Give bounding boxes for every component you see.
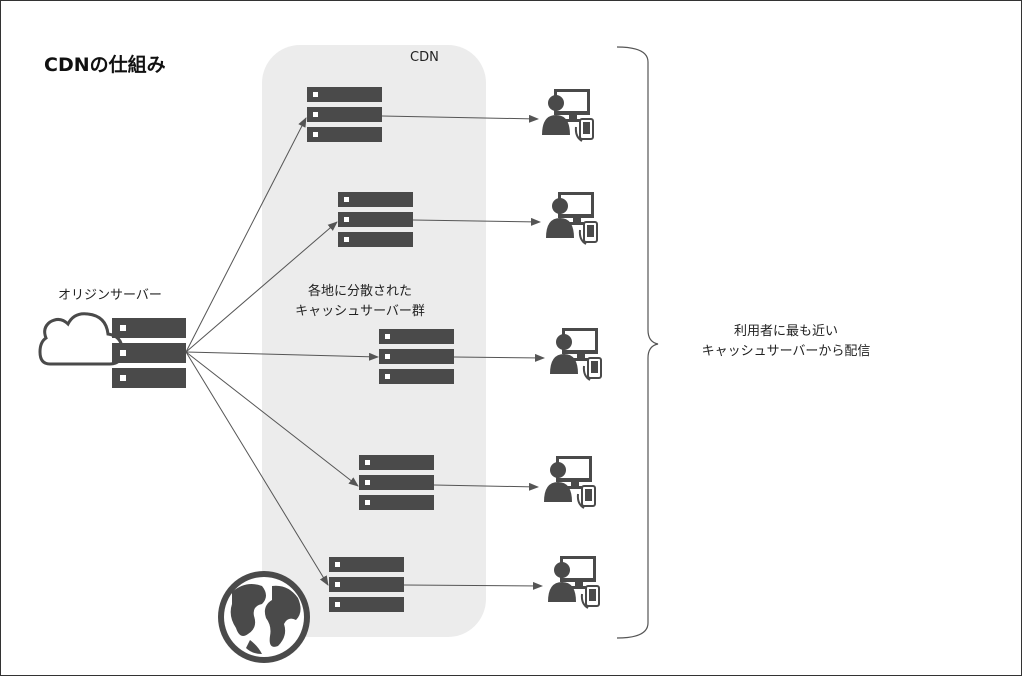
user-computer-icon-2: [545, 191, 598, 245]
user-computer-icon-1: [541, 88, 594, 142]
origin-links: [185, 117, 379, 586]
cdn-label: CDN: [410, 50, 439, 65]
distributed-servers-label: 各地に分散された キャッシュサーバー群: [280, 282, 440, 322]
cache-server-icon-3: [379, 329, 454, 384]
cache-server-icon-4: [359, 455, 434, 510]
cache-server-icon-1: [307, 87, 382, 142]
nearest-server-label: 利用者に最も近い キャッシュサーバーから配信: [676, 322, 896, 362]
user-computer-icon-3: [549, 327, 602, 381]
cache-server-icon-2: [338, 192, 413, 247]
distributed-label-line1: 各地に分散された: [307, 284, 412, 299]
nearest-label-line1: 利用者に最も近い: [733, 324, 838, 339]
page-title: CDNの仕組み: [44, 54, 166, 76]
user-computer-icon-4: [543, 455, 596, 509]
right-brace: [616, 46, 659, 639]
cloud-icon: [38, 312, 124, 366]
delivery-links: [381, 114, 545, 590]
distributed-label-line2: キャッシュサーバー群: [295, 304, 425, 319]
cache-server-icon-5: [329, 557, 404, 612]
user-computer-icon-5: [547, 555, 600, 609]
nearest-label-line2: キャッシュサーバーから配信: [701, 344, 871, 359]
origin-server-label: オリジンサーバー: [58, 288, 162, 303]
origin-server-icon: [112, 318, 186, 388]
globe-icon: [218, 571, 310, 663]
